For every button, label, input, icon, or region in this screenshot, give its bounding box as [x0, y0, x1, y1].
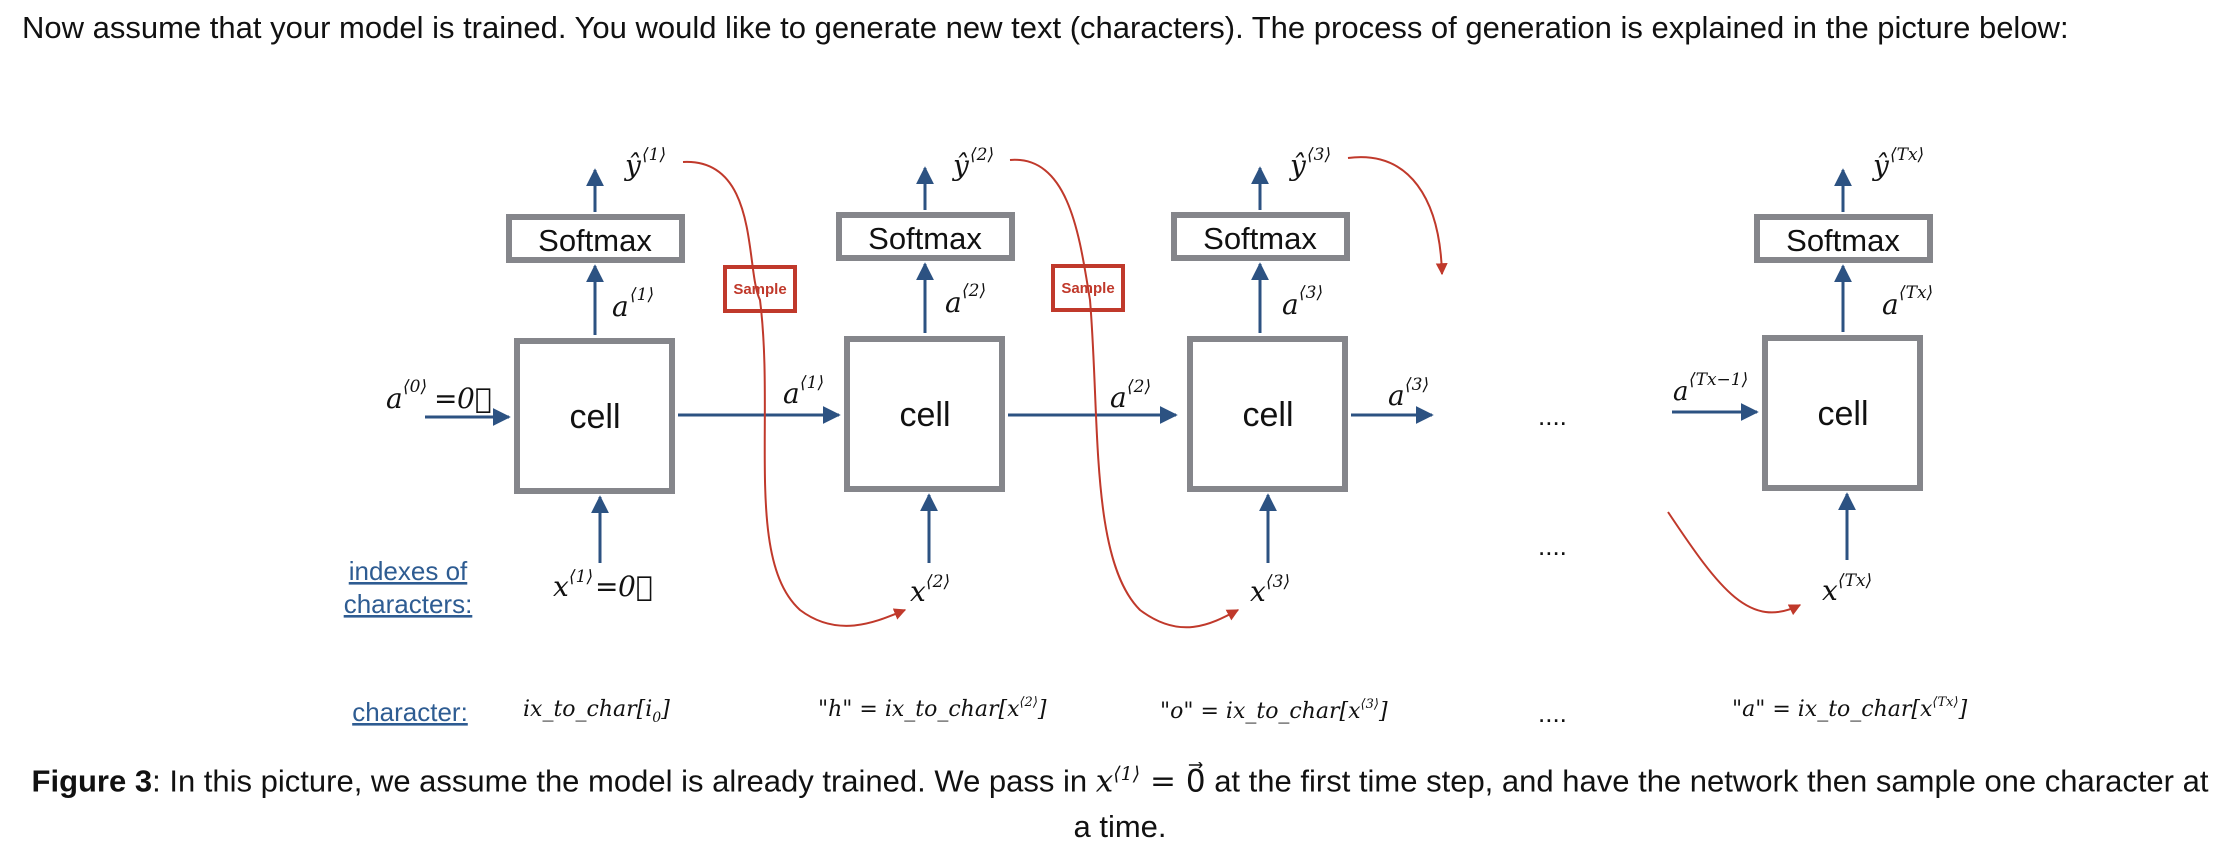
sample-last-incoming-curve [1667, 511, 1802, 616]
softmax-label-3: Softmax [1203, 221, 1317, 256]
y-hat-2-symbol: ŷ [951, 149, 970, 182]
a-2-horizontal-symbol: a [1110, 381, 1127, 414]
cell-label-2: cell [899, 396, 950, 434]
x-Tx-superscript: ⟨Tx⟩ [1838, 571, 1872, 591]
softmax-label-1: Softmax [538, 223, 652, 258]
character-last-formula: "a" = ix_to_char[x⟨Tx⟩] [1732, 695, 1968, 722]
character-1-close: ] [660, 697, 670, 722]
y-hat-3-superscript: ⟨3⟩ [1307, 145, 1331, 165]
softmax-label-2: Softmax [868, 221, 982, 256]
step-last: ŷ ⟨Tx⟩ Softmax a ⟨Tx⟩ cell x ⟨Tx⟩ [1754, 145, 1933, 607]
character-last-main: "a" = ix_to_char[x [1732, 697, 1933, 722]
caption-text-b: at the first time step, and have the net… [1073, 763, 2209, 845]
a-3-horizontal-superscript: ⟨3⟩ [1405, 375, 1429, 395]
a-3-superscript: ⟨3⟩ [1299, 283, 1323, 303]
a-1-horizontal-symbol: a [783, 377, 800, 410]
cell-box-3 [1187, 336, 1348, 492]
a-1-superscript: ⟨1⟩ [630, 285, 654, 305]
a-3-horizontal-symbol: a [1388, 379, 1405, 412]
indexes-of-characters-label-line-1: indexes of [349, 556, 468, 586]
character-last-superscript: ⟨Tx⟩ [1932, 695, 1958, 710]
caption-text-a: : In this picture, we assume the model i… [152, 763, 1096, 799]
y-hat-Tx-symbol: ŷ [1871, 149, 1890, 182]
cell-label-3: cell [1242, 396, 1293, 434]
a-0-superscript: ⟨0⟩ [403, 377, 427, 397]
x-1-zero-vector: 0⃗ [618, 570, 653, 603]
character-row-label: character: [352, 697, 468, 727]
y-hat-1-symbol: ŷ [623, 149, 642, 182]
y-hat-1-superscript: ⟨1⟩ [642, 145, 666, 165]
character-2-close: ] [1037, 697, 1047, 722]
character-3-superscript: ⟨3⟩ [1361, 697, 1379, 712]
y-hat-Tx-superscript: ⟨Tx⟩ [1890, 145, 1924, 165]
softmax-box-2 [836, 212, 1015, 261]
x-2-symbol: x [910, 575, 926, 608]
character-2-main: "h" = ix_to_char[x [818, 697, 1020, 722]
caption-math-equals-zero: = 0⃗ [1140, 763, 1206, 800]
character-1-formula: ix_to_char[i0] [523, 697, 670, 726]
cell-box-2 [844, 336, 1005, 492]
ellipsis-characters: .... [1538, 698, 1567, 728]
character-2-formula: "h" = ix_to_char[x⟨2⟩] [818, 695, 1047, 722]
caption-math-superscript: ⟨1⟩ [1113, 763, 1141, 785]
step-1: ŷ ⟨1⟩ Softmax a ⟨1⟩ cell x ⟨1⟩ = 0⃗ [506, 145, 685, 603]
x-3-superscript: ⟨3⟩ [1266, 572, 1290, 592]
intro-text: Now assume that your model is trained. Y… [22, 10, 2069, 45]
a-2-superscript: ⟨2⟩ [962, 281, 986, 301]
a-2-symbol: a [945, 286, 962, 319]
x-Tx-symbol: x [1822, 574, 1838, 607]
softmax-box-last [1754, 214, 1933, 263]
character-3-close: ] [1378, 699, 1388, 724]
a-Tx-symbol: a [1882, 288, 1899, 321]
sample-1-feedback-curve [682, 160, 907, 627]
ellipsis-cells: .... [1538, 401, 1567, 431]
a-Tx-superscript: ⟨Tx⟩ [1899, 283, 1933, 303]
a-0-equals: = [434, 382, 457, 415]
figure-caption: Figure 3: In this picture, we assume the… [20, 752, 2220, 849]
softmax-label-last: Softmax [1786, 223, 1900, 258]
x-1-superscript: ⟨1⟩ [569, 567, 593, 587]
softmax-box-3 [1171, 212, 1350, 261]
a-Tx-minus-1-superscript: ⟨Tx−1⟩ [1689, 370, 1748, 390]
x-3-symbol: x [1250, 575, 1266, 608]
cell-label-last: cell [1817, 395, 1868, 433]
sample-label-1: Sample [733, 281, 786, 298]
softmax-box-1 [506, 214, 685, 263]
ellipsis-inputs: .... [1538, 531, 1567, 561]
character-last-close: ] [1958, 697, 1968, 722]
a-1-horizontal-superscript: ⟨1⟩ [800, 373, 824, 393]
character-1-subscript: 0 [652, 710, 661, 726]
cell-box-1 [514, 338, 675, 494]
indexes-of-characters-label-line-2: characters: [344, 589, 473, 619]
x-1-symbol: x [553, 570, 569, 603]
sample-3-outgoing-curve [1347, 156, 1448, 276]
character-3-formula: "o" = ix_to_char[x⟨3⟩] [1160, 697, 1388, 724]
x-2-superscript: ⟨2⟩ [926, 572, 950, 592]
step-2: ŷ ⟨2⟩ Softmax a ⟨2⟩ cell x ⟨2⟩ [836, 145, 1015, 608]
character-2-superscript: ⟨2⟩ [1019, 695, 1037, 710]
character-3-main: "o" = ix_to_char[x [1160, 699, 1361, 724]
y-hat-2-superscript: ⟨2⟩ [970, 145, 994, 165]
a-3-symbol: a [1282, 288, 1299, 321]
character-1-main: ix_to_char[i [523, 697, 652, 722]
a-2-horizontal-superscript: ⟨2⟩ [1127, 377, 1151, 397]
a-Tx-minus-1-symbol: a [1673, 377, 1689, 407]
y-hat-3-symbol: ŷ [1288, 149, 1307, 182]
step-3: ŷ ⟨3⟩ Softmax a ⟨3⟩ cell x ⟨3⟩ [1171, 145, 1350, 608]
cell-label-1: cell [569, 398, 620, 436]
caption-math-x: x [1095, 763, 1114, 800]
sample-2-feedback-curve [1009, 158, 1240, 629]
a-0-zero-vector: 0⃗ [457, 382, 492, 415]
a-1-symbol: a [612, 290, 629, 323]
x-1-equals: = [595, 570, 618, 603]
initial-activation: a ⟨0⟩ = 0⃗ [386, 377, 511, 426]
a-0-symbol: a [386, 382, 403, 415]
cell-box-last [1762, 335, 1923, 491]
caption-figure-number: Figure 3 [31, 763, 153, 799]
